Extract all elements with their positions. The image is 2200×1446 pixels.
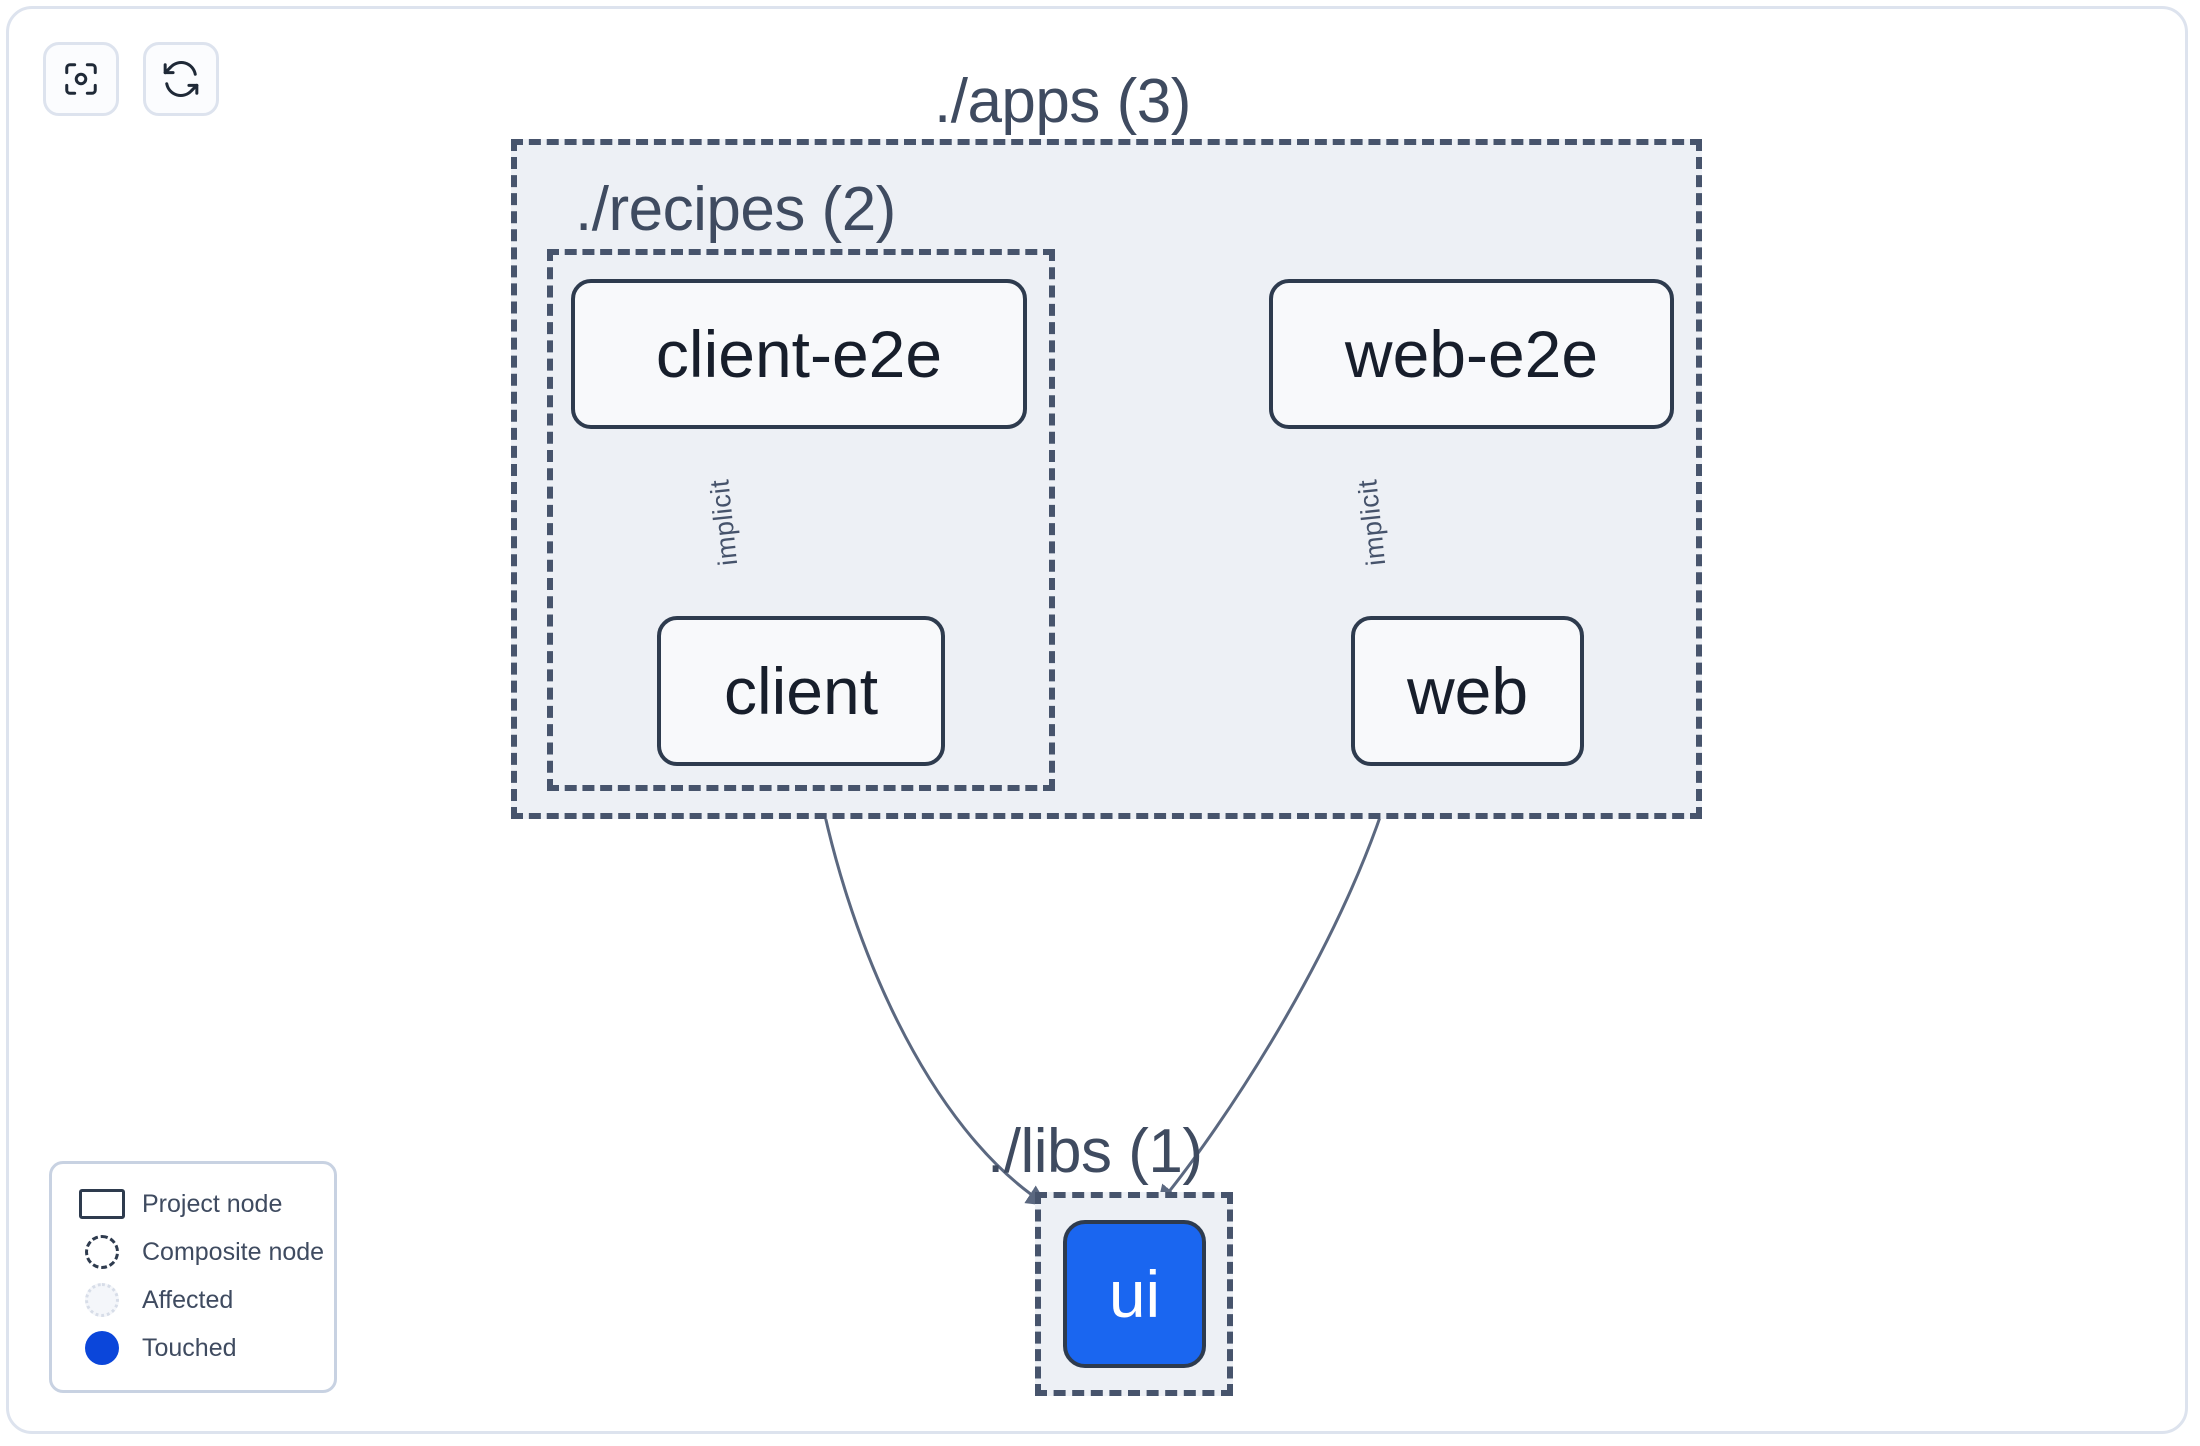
group-label-apps: ./apps (3) <box>934 67 1191 136</box>
legend-item-label: Project node <box>142 1189 283 1218</box>
focus-graph-button[interactable] <box>43 42 119 116</box>
refresh-graph-button[interactable] <box>143 42 219 116</box>
group-label-recipes: ./recipes (2) <box>575 175 896 244</box>
project-node-label: client-e2e <box>655 317 943 391</box>
project-node-label: web-e2e <box>1344 317 1599 391</box>
group-label-libs: ./libs (1) <box>987 1117 1203 1186</box>
project-node-label: client <box>723 654 879 728</box>
legend-item-project-node: Project node <box>74 1180 316 1228</box>
project-node-web[interactable]: web <box>1351 616 1584 766</box>
legend-item-affected: Affected <box>74 1276 316 1324</box>
project-node-client[interactable]: client <box>657 616 945 766</box>
edge-client-to-ui <box>813 765 1048 1206</box>
affected-swatch <box>74 1283 130 1317</box>
graph-legend: Project node Composite node Affected Tou… <box>49 1161 337 1393</box>
project-node-client-e2e[interactable]: client-e2e <box>571 279 1027 429</box>
project-node-swatch <box>74 1189 130 1219</box>
legend-item-label: Composite node <box>142 1237 325 1266</box>
edge-web-to-ui <box>1156 765 1398 1207</box>
project-node-ui[interactable]: ui <box>1063 1220 1206 1368</box>
refresh-icon <box>162 60 200 98</box>
legend-item-label: Touched <box>142 1333 237 1362</box>
graph-toolbar <box>43 42 219 116</box>
focus-target-icon <box>62 60 100 98</box>
legend-item-composite-node: Composite node <box>74 1228 324 1276</box>
touched-swatch <box>74 1331 130 1365</box>
project-node-web-e2e[interactable]: web-e2e <box>1269 279 1674 429</box>
legend-item-label: Affected <box>142 1285 234 1314</box>
project-node-label: web <box>1406 654 1529 728</box>
graph-canvas[interactable]: ./apps (3) ./recipes (2) ./libs (1) impl… <box>6 6 2188 1434</box>
project-node-label: ui <box>1108 1257 1161 1331</box>
composite-node-swatch <box>74 1235 130 1269</box>
legend-item-touched: Touched <box>74 1324 316 1372</box>
